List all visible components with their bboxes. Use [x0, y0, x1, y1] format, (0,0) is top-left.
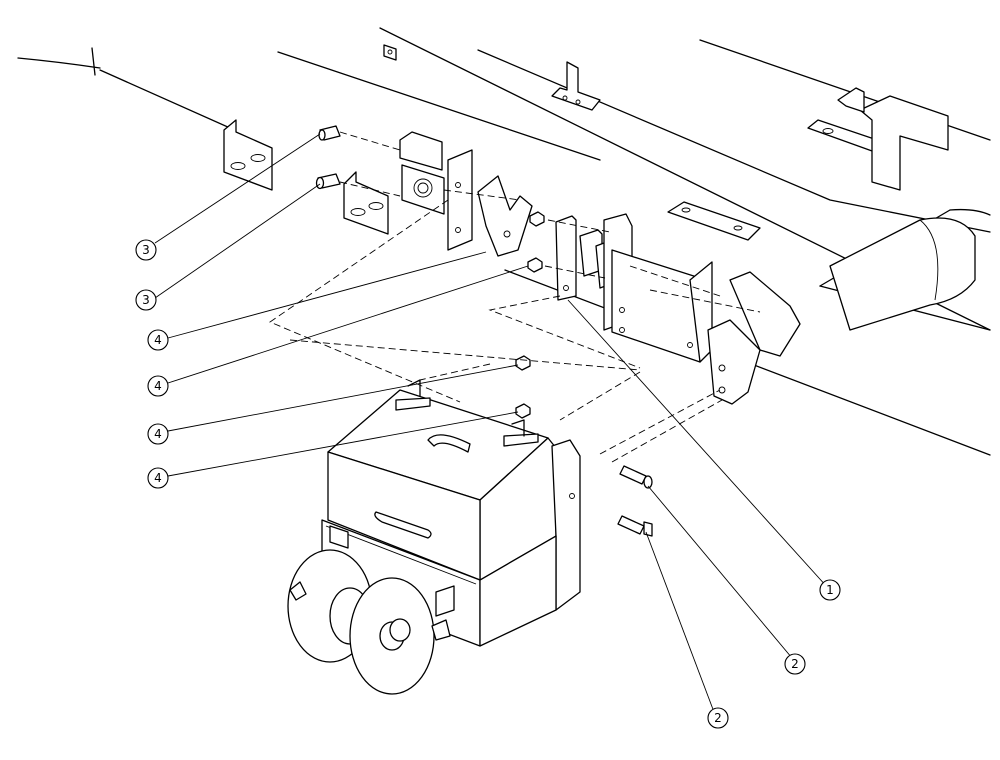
upper-mounting-brackets: [383, 44, 949, 241]
callout-1-label: 1: [826, 583, 834, 597]
slotted-bracket-left: [223, 119, 389, 235]
callout-4a: 4: [147, 329, 169, 351]
callout-3b-label: 3: [142, 293, 150, 307]
hitch-pin: [619, 465, 653, 489]
hex-nut-b: [527, 257, 543, 273]
callout-4b-label: 4: [154, 379, 162, 393]
frame-tube: [829, 217, 976, 331]
hitch-bolt: [617, 515, 653, 537]
bolt-lower: [315, 173, 341, 190]
callout-2b-label: 2: [714, 711, 722, 725]
spacer-plate: [555, 215, 617, 301]
callout-2b: 2: [707, 707, 729, 729]
callout-2a-label: 2: [791, 657, 799, 671]
callout-4d-label: 4: [154, 471, 162, 485]
bearing-plate: [399, 131, 445, 215]
right-mount-plate: [603, 213, 713, 363]
bolt-upper: [318, 125, 341, 141]
reel-box-assembly: [287, 379, 581, 695]
callout-3a: 3: [135, 239, 157, 261]
callout-3b: 3: [135, 289, 157, 311]
hex-nut-a: [529, 211, 545, 227]
callout-3a-label: 3: [142, 243, 150, 257]
hex-nut-d: [515, 403, 531, 419]
callout-4b: 4: [147, 375, 169, 397]
callout-4a-label: 4: [154, 333, 162, 347]
alignment-lines: [269, 131, 761, 463]
callout-4d: 4: [147, 467, 169, 489]
callout-2a: 2: [784, 653, 806, 675]
callout-4c-label: 4: [154, 427, 162, 441]
hitch-wedge: [707, 271, 801, 405]
leader-lines: [154, 133, 829, 713]
callout-1: 1: [819, 579, 841, 601]
center-mount-plate: [447, 149, 533, 257]
hex-nut-c: [515, 355, 531, 371]
callout-4c: 4: [147, 423, 169, 445]
